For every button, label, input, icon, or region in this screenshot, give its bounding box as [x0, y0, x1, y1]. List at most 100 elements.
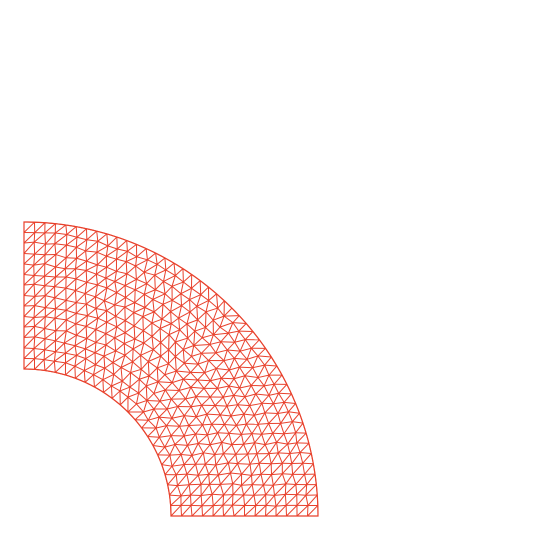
mesh-edge	[284, 483, 287, 495]
mesh-edge	[275, 504, 287, 507]
mesh-edge	[158, 416, 172, 419]
mesh-edge	[271, 474, 274, 486]
mesh-edge	[115, 316, 118, 327]
mesh-edge	[110, 385, 113, 399]
mesh-edge	[209, 341, 222, 345]
mesh-edge	[157, 446, 166, 456]
mesh-edge	[277, 452, 283, 464]
mesh-edge	[121, 380, 131, 388]
mesh-edge	[130, 368, 142, 374]
mesh-edge	[33, 263, 45, 266]
mesh-edge	[241, 473, 252, 476]
mesh-edge	[283, 402, 289, 413]
mesh-edge	[268, 413, 279, 424]
mesh-edge	[292, 462, 304, 475]
mesh-edge	[239, 366, 253, 369]
mesh-edge	[119, 386, 131, 392]
mesh-edge	[254, 505, 257, 517]
mesh-edge	[85, 358, 96, 366]
mesh-edge	[146, 400, 155, 410]
mesh-edge	[114, 281, 118, 293]
mesh-edge	[153, 311, 163, 320]
mesh-edge	[229, 366, 240, 371]
mesh-edge	[23, 283, 35, 296]
mesh-edge	[220, 341, 228, 351]
mesh-edge	[296, 494, 307, 506]
mesh-edge	[237, 453, 248, 465]
mesh-edge	[85, 342, 97, 350]
mesh-edge	[146, 399, 160, 402]
mesh-edge	[104, 362, 114, 369]
mesh-edge	[296, 494, 306, 496]
mesh-edge	[223, 424, 230, 434]
mesh-edge	[127, 396, 137, 405]
mesh-edge	[75, 290, 86, 295]
mesh-edge	[164, 257, 167, 271]
mesh-edge	[33, 232, 36, 243]
mesh-edge	[105, 344, 116, 352]
mesh-edge	[85, 315, 88, 327]
mesh-edge	[206, 413, 221, 416]
mesh-edge	[136, 271, 145, 280]
mesh-edge	[178, 378, 184, 391]
mesh-edge	[215, 349, 228, 354]
mesh-edge	[261, 403, 266, 414]
mesh-edge	[239, 350, 248, 360]
mesh-edge	[187, 442, 199, 446]
mesh-edge	[208, 293, 217, 301]
mesh-edge	[85, 239, 88, 252]
mesh-edge	[54, 318, 57, 331]
mesh-edge	[174, 329, 181, 343]
mesh-edge	[23, 305, 36, 317]
mesh-edge	[194, 326, 206, 332]
mesh-edge	[232, 483, 242, 486]
mesh-edge	[55, 268, 66, 278]
mesh-edge	[156, 425, 167, 429]
mesh-edge	[257, 377, 265, 387]
mesh-edge	[227, 322, 234, 334]
mesh-edge	[180, 293, 183, 306]
mesh-edge	[23, 274, 35, 277]
mesh-edge	[179, 329, 189, 339]
mesh-edge	[65, 362, 76, 367]
mesh-edge	[54, 286, 66, 289]
mesh-edge	[243, 433, 253, 445]
mesh-edge	[147, 361, 150, 377]
mesh-edge	[115, 306, 126, 317]
mesh-edge	[250, 385, 257, 395]
mesh-edge	[54, 234, 68, 245]
mesh-edge	[289, 452, 301, 455]
mesh-edge	[124, 320, 135, 327]
mesh-edge	[256, 444, 266, 455]
mesh-edge	[202, 505, 214, 517]
mesh-edge	[204, 311, 207, 328]
mesh-edge	[195, 396, 203, 406]
mesh-edge	[195, 388, 205, 397]
mesh-edge	[33, 338, 46, 349]
mesh-edge	[75, 260, 87, 270]
mesh-edge	[191, 404, 202, 408]
mesh-edge	[86, 338, 97, 343]
mesh-edge	[170, 390, 180, 400]
mesh-edge	[76, 257, 87, 262]
mesh-edge	[238, 323, 247, 332]
mesh-edge	[153, 303, 164, 313]
mesh-edge	[247, 442, 256, 455]
mesh-edge	[135, 256, 138, 267]
mesh-edge	[188, 474, 199, 486]
mesh-edge	[74, 345, 86, 350]
mesh-edge	[85, 352, 96, 360]
mesh-edge	[116, 240, 128, 250]
mesh-edge	[307, 494, 318, 506]
mesh-edge	[250, 475, 253, 485]
mesh-edge	[197, 434, 208, 444]
mesh-edge	[127, 387, 131, 398]
mesh-edge	[171, 465, 177, 476]
mesh-edge	[265, 495, 275, 506]
mesh-edge	[264, 412, 270, 424]
mesh-edge	[65, 365, 76, 376]
mesh-edge	[33, 263, 46, 276]
mesh-edge	[125, 251, 128, 262]
mesh-edge	[220, 377, 230, 387]
mesh-edge	[132, 342, 145, 350]
